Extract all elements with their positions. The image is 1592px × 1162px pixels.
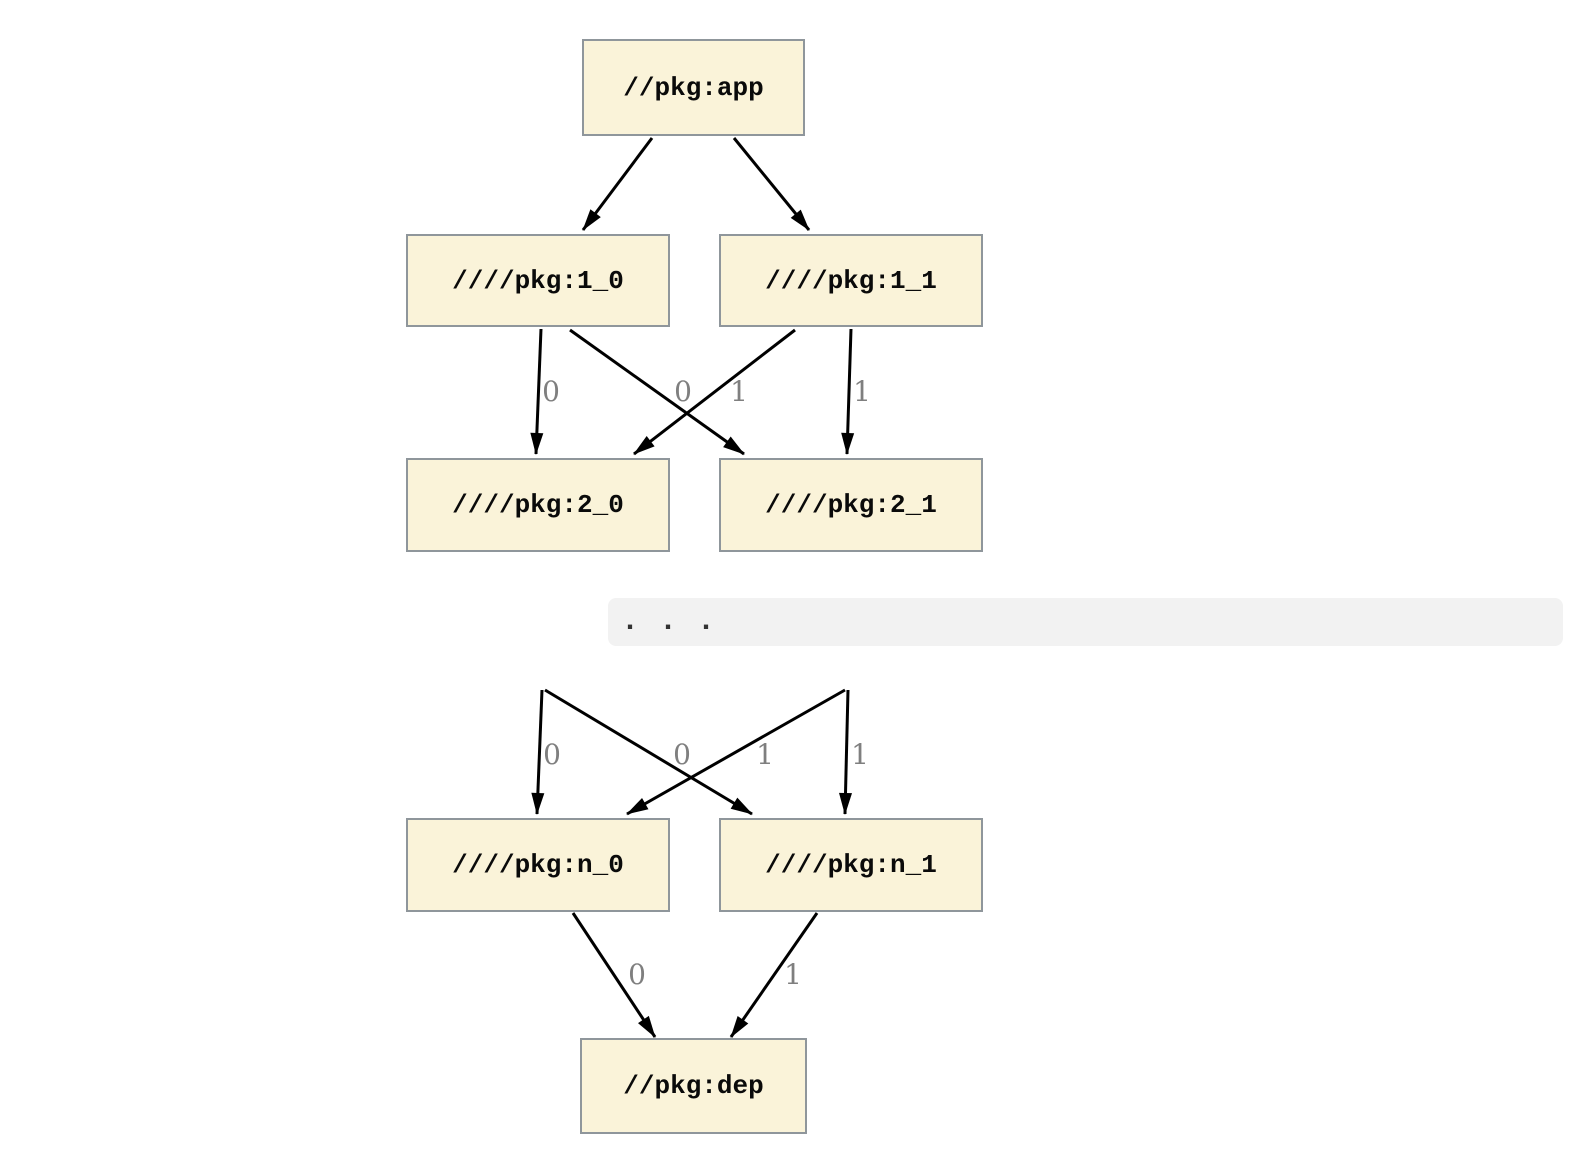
node-2_1: ////pkg:2_1 [719,458,983,552]
edge-label: 1 [730,375,748,408]
node-dep-label: //pkg:dep [623,1071,764,1101]
edge-prev_1-to-n_1 [839,689,853,815]
edge-prev_1-to-n_0 [626,688,846,816]
edge-label: 0 [542,375,560,408]
edge-label: 0 [628,958,646,991]
node-1_0: ////pkg:1_0 [406,234,670,327]
node-n_0-label: ////pkg:n_0 [452,850,624,880]
edge-label: 1 [784,958,802,991]
node-2_0: ////pkg:2_0 [406,458,670,552]
edge-label: 1 [853,375,871,408]
ellipsis-text: . . . [621,605,717,639]
edge-prev_0-to-n_1 [544,688,753,816]
node-n_1: ////pkg:n_1 [719,818,983,912]
edge-label: 0 [673,738,691,771]
edge-1_0-to-2_1 [569,328,745,456]
edge-app-to-1_0 [581,137,654,231]
node-n_1-label: ////pkg:n_1 [765,850,937,880]
edge-label: 1 [851,738,869,771]
edge-label: 0 [674,375,692,408]
edge-label: 0 [543,738,561,771]
node-1_0-label: ////pkg:1_0 [452,265,624,296]
edge-1_1-to-2_0 [633,328,796,456]
node-1_1: ////pkg:1_1 [719,234,983,327]
node-dep: //pkg:dep [580,1038,807,1134]
node-app: //pkg:app [582,39,805,136]
node-n_0: ////pkg:n_0 [406,818,670,912]
node-2_1-label: ////pkg:2_1 [765,490,937,520]
edge-n_1-to-dep [729,912,819,1038]
node-1_1-label: ////pkg:1_1 [765,265,937,296]
edge-1_1-to-2_1 [841,328,855,455]
edge-prev_0-to-n_0 [531,689,545,815]
ellipsis-band: . . . [608,598,1563,646]
node-2_0-label: ////pkg:2_0 [452,490,624,520]
edge-1_0-to-2_0 [530,328,544,455]
node-app-label: //pkg:app [623,72,764,103]
edge-app-to-1_1 [732,137,811,231]
edge-label: 1 [756,738,774,771]
